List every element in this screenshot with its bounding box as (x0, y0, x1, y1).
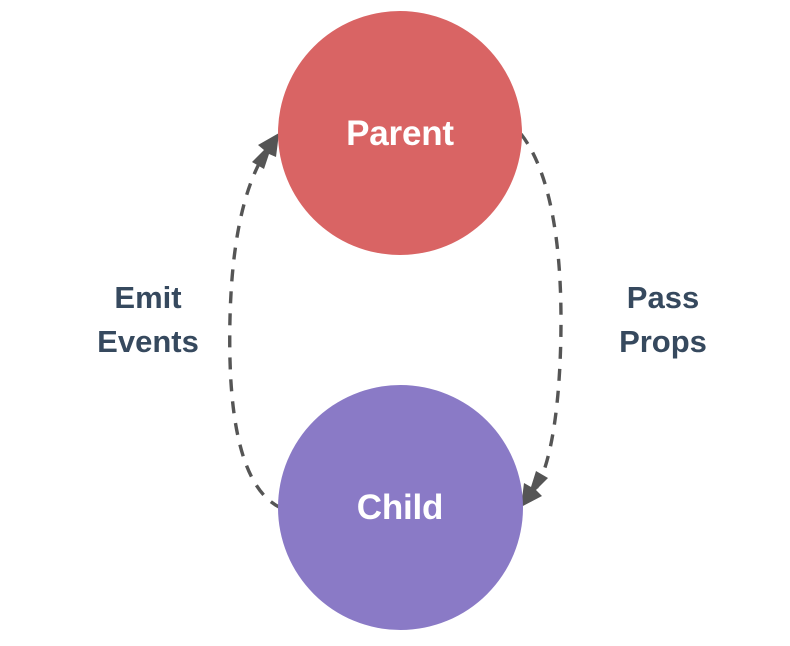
edge-path-pass-props (519, 132, 563, 501)
arrowhead-emit-events (252, 133, 279, 169)
arrowhead-pass-props (521, 471, 548, 507)
edge-label-emit-events: Emit Events (48, 276, 248, 364)
node-child[interactable]: Child (277, 384, 523, 630)
edge-label-pass-props-line2: Props (619, 324, 707, 360)
edge-label-pass-props-line1: Pass (626, 280, 700, 315)
edge-label-emit-events-line1: Emit (114, 280, 182, 315)
node-parent[interactable]: Parent (278, 11, 522, 255)
edge-label-pass-props: Pass Props (563, 276, 763, 364)
node-parent-label: Parent (346, 113, 454, 153)
edge-label-emit-events-line2: Events (97, 324, 199, 360)
node-child-label: Child (356, 487, 444, 527)
